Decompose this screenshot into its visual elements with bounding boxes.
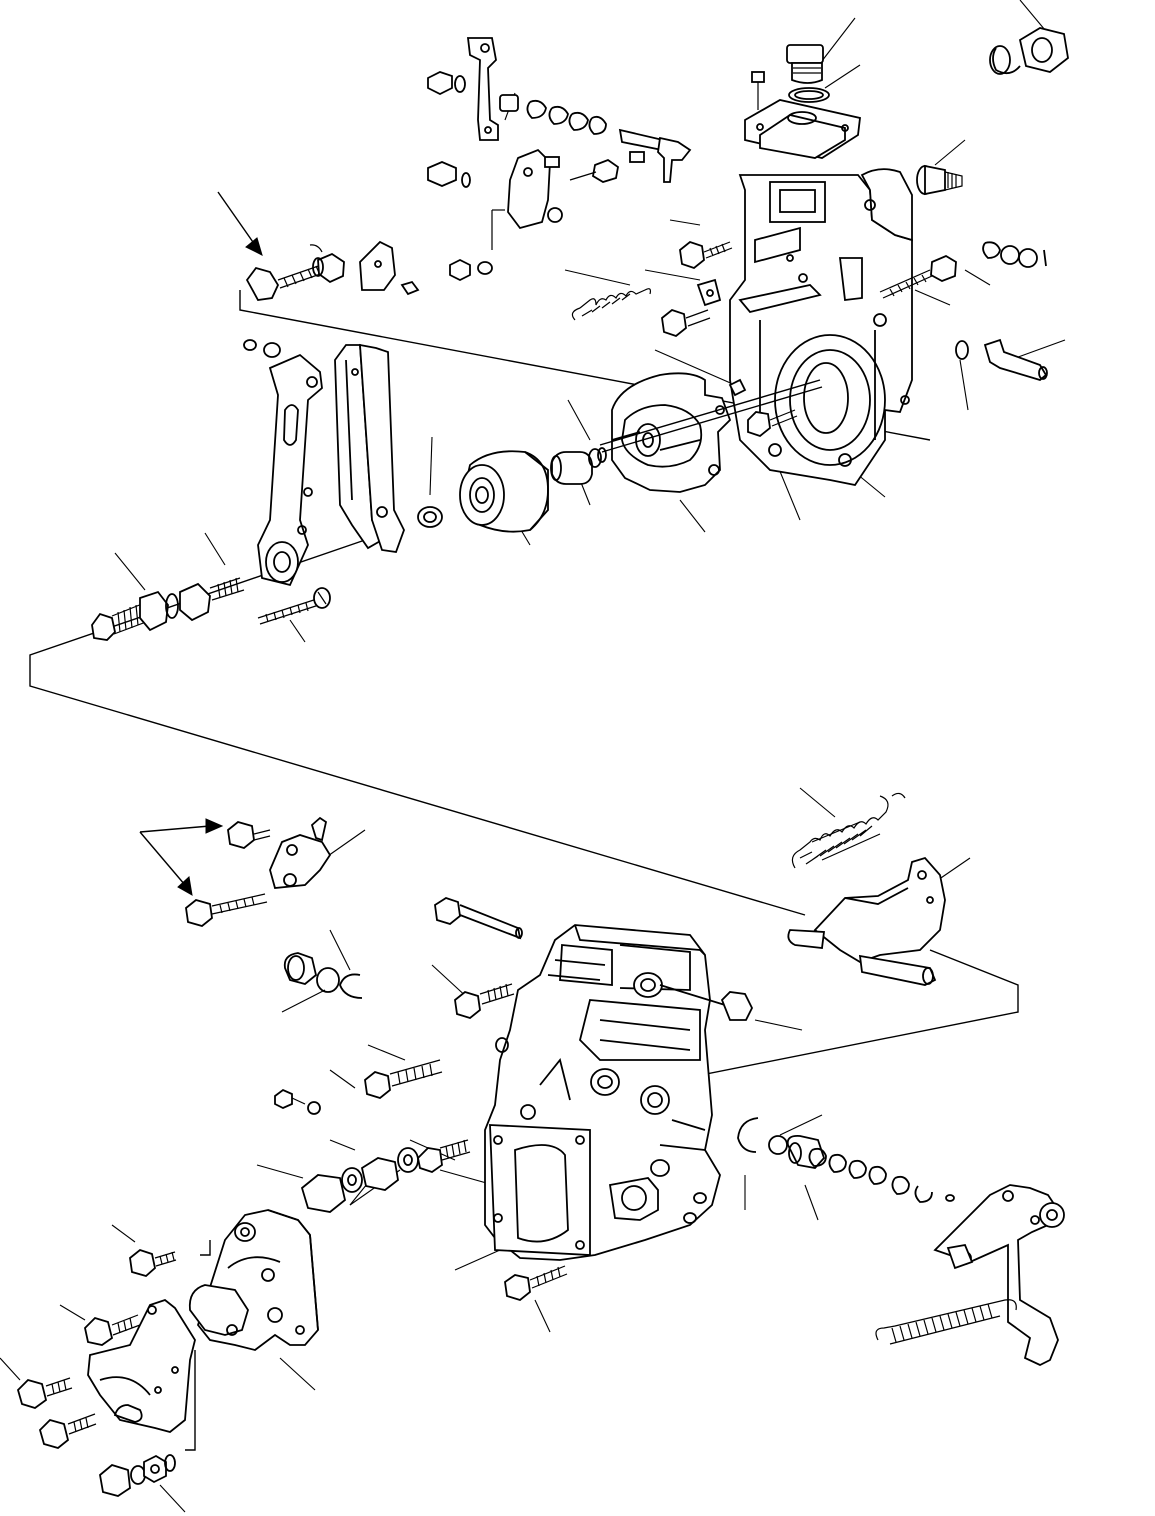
- lower-assembly: [0, 787, 1065, 1513]
- governor-spring-lower: [791, 792, 906, 869]
- adjusting-assembly-lower: [300, 1139, 471, 1213]
- tensioning-lever: [243, 339, 405, 587]
- upper-assembly: [91, 0, 1069, 643]
- callout-arrow-upper: [217, 191, 263, 256]
- top-adjust-screw: [916, 164, 963, 196]
- housing-screw-bottom: [504, 1265, 568, 1302]
- pump-housing: [484, 924, 721, 1261]
- leader-lines-upper: [114, 0, 1066, 643]
- housing-bolt-right: [659, 984, 754, 1021]
- shaft-pin-right: [955, 338, 1048, 382]
- bracket-lower-left: [185, 816, 332, 927]
- thrust-washer: [417, 506, 443, 528]
- idle-screw-assembly: [91, 577, 245, 641]
- top-plug: [786, 44, 830, 103]
- control-lever-upper-right: [787, 856, 946, 986]
- shaft-bushing-stack-right: [737, 1117, 955, 1203]
- cover-plate: [744, 71, 861, 159]
- small-bracket-upper: [359, 240, 420, 296]
- governor-spring-upper: [571, 288, 652, 321]
- housing-screws-left: [274, 983, 515, 1115]
- cold-start-device: [87, 1209, 319, 1433]
- flyweight-carrier: [611, 372, 747, 493]
- cold-start-bolts: [16, 1240, 211, 1497]
- governor-housing: [729, 168, 913, 487]
- long-screw-upper: [257, 587, 331, 625]
- top-lever: [427, 37, 692, 183]
- housing-screw-right: [879, 241, 1047, 299]
- stop-lever: [427, 148, 619, 282]
- tensioning-cylinder: [459, 450, 549, 533]
- callout-arrows-lower: [139, 818, 224, 896]
- sliding-sleeve: [550, 447, 607, 485]
- adjusting-screw-upper: [661, 240, 733, 338]
- adjusting-screw-left: [245, 244, 345, 301]
- bushing-snap-ring-left: [283, 952, 363, 999]
- return-spring-lower: [875, 1299, 1017, 1345]
- cap-nut: [989, 27, 1069, 75]
- stop-lever-lower-right: [933, 1184, 1065, 1366]
- long-screw-lower: [434, 897, 523, 940]
- governor-shaft: [599, 379, 823, 453]
